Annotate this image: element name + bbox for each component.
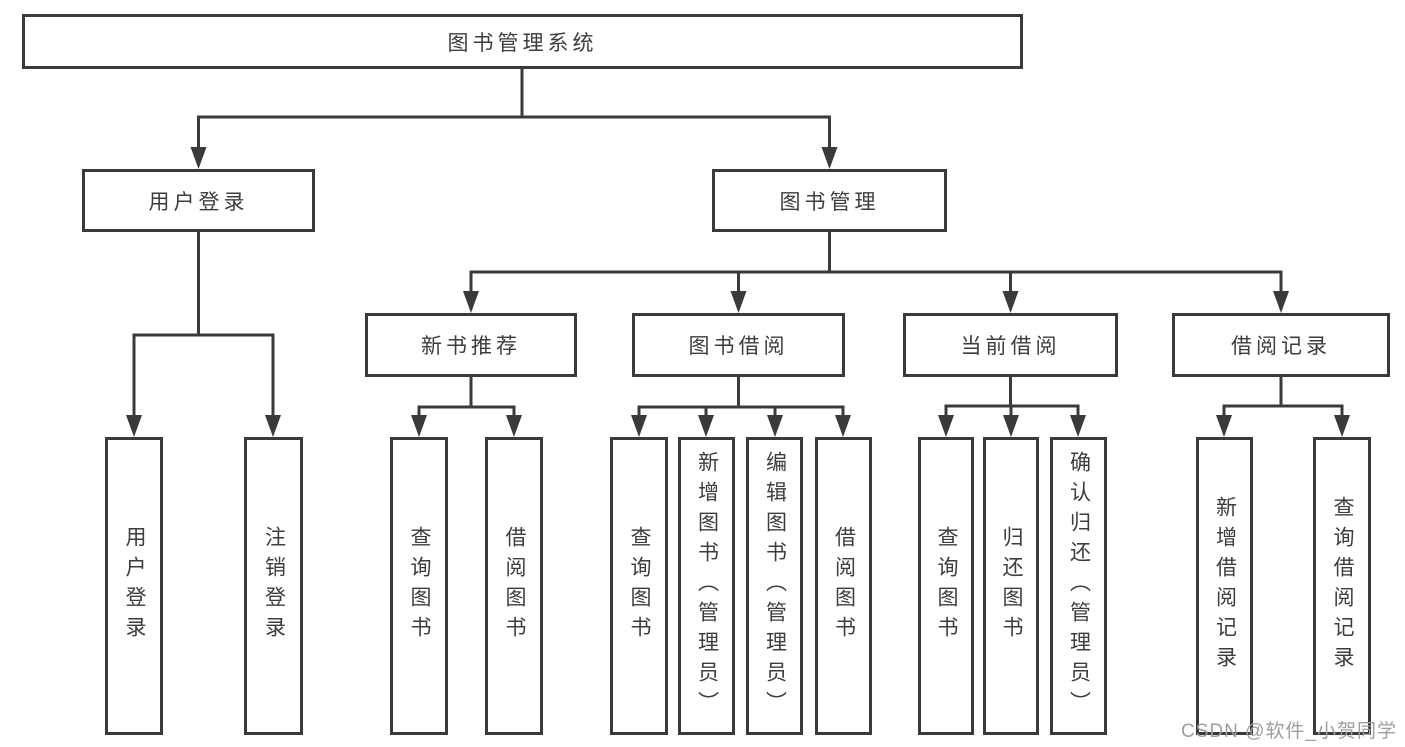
leaf-label: 新增图书（管理员） xyxy=(695,451,719,721)
leaf-label: 归还图书 xyxy=(1000,526,1023,646)
node-library-system: 图书管理系统 xyxy=(22,14,1023,69)
leaf-label: 编辑图书（管理员） xyxy=(763,451,787,721)
leaf-query-borrow-record: 查询借阅记录 xyxy=(1313,437,1371,735)
leaf-query-books-borrowing: 查询图书 xyxy=(610,437,668,735)
leaf-borrow-books: 借阅图书 xyxy=(815,437,872,735)
leaf-label: 查询图书 xyxy=(408,526,431,646)
leaf-user-login: 用户登录 xyxy=(105,437,163,735)
leaf-label: 借阅图书 xyxy=(832,526,856,646)
node-new-book-recommend: 新书推荐 xyxy=(365,313,577,377)
leaf-add-book-admin: 新增图书（管理员） xyxy=(678,437,735,735)
leaf-label: 查询图书 xyxy=(935,526,958,646)
leaf-return-book: 归还图书 xyxy=(983,437,1039,735)
leaf-label: 新增借阅记录 xyxy=(1213,496,1237,676)
leaf-label: 查询借阅记录 xyxy=(1331,496,1354,676)
leaf-label: 用户登录 xyxy=(123,526,146,646)
leaf-edit-book-admin: 编辑图书（管理员） xyxy=(746,437,803,735)
leaf-query-books-current: 查询图书 xyxy=(918,437,974,735)
leaf-borrow-books-recommend: 借阅图书 xyxy=(485,437,543,735)
leaf-logout: 注销登录 xyxy=(244,437,303,735)
leaf-label: 确认归还（管理员） xyxy=(1067,451,1091,721)
leaf-confirm-return-admin: 确认归还（管理员） xyxy=(1050,437,1107,735)
leaf-label: 查询图书 xyxy=(628,526,651,646)
node-user-login: 用户登录 xyxy=(82,169,315,232)
node-book-borrowing: 图书借阅 xyxy=(632,313,845,377)
node-borrowing-records: 借阅记录 xyxy=(1172,313,1390,377)
csdn-watermark: CSDN @软件_小贺同学 xyxy=(1181,721,1397,742)
leaf-label: 注销登录 xyxy=(262,526,286,646)
node-book-management: 图书管理 xyxy=(712,169,947,232)
leaf-query-books-recommend: 查询图书 xyxy=(390,437,448,735)
leaf-label: 借阅图书 xyxy=(503,526,526,646)
leaf-add-borrow-record: 新增借阅记录 xyxy=(1196,437,1253,735)
node-current-borrowing: 当前借阅 xyxy=(903,313,1118,377)
